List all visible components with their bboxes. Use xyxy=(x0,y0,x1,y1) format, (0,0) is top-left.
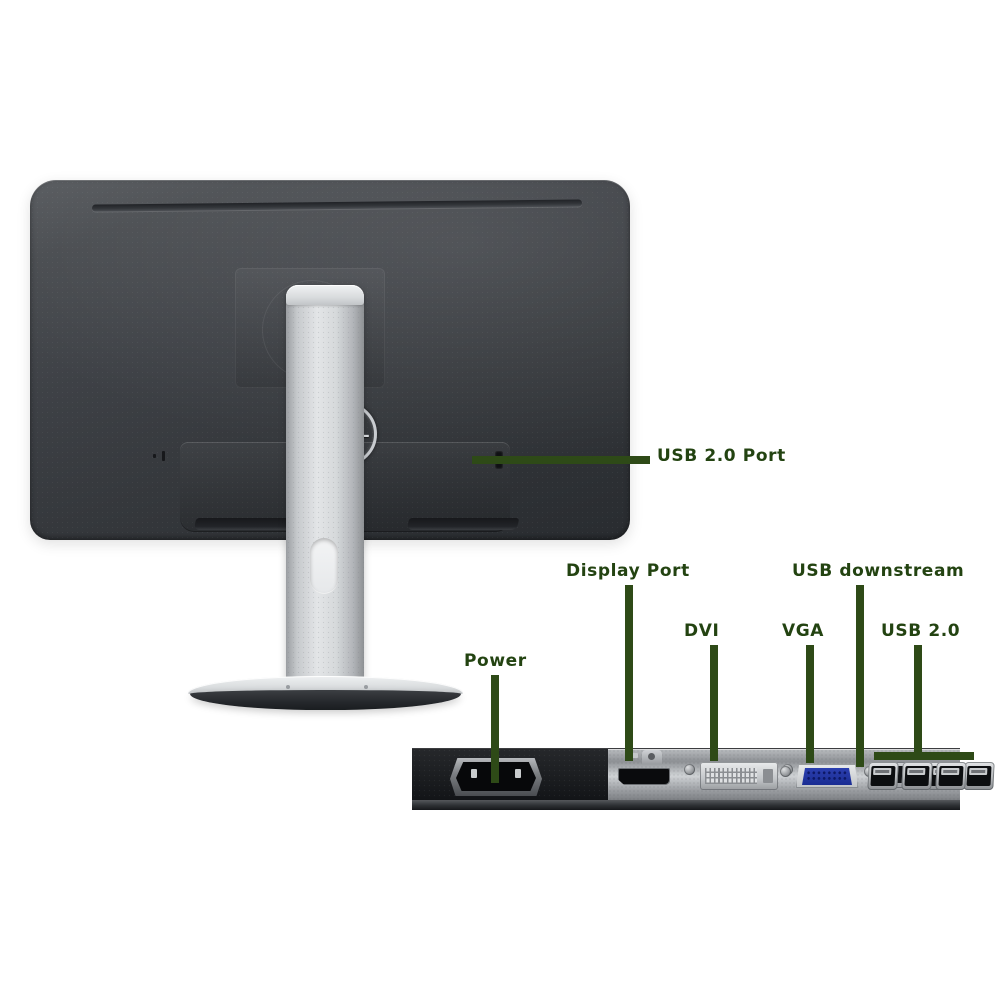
callout-label-usb-20: USB 2.0 xyxy=(881,621,961,641)
power-socket-pin-right xyxy=(515,769,521,778)
leader-line-dvi xyxy=(710,645,718,761)
dvi-screw-left xyxy=(684,764,695,775)
usb-a-port-b-tongue xyxy=(907,768,926,775)
usb-a-port-2 xyxy=(963,762,995,790)
leader-bracket-usb-20 xyxy=(874,752,974,760)
usb-a-port-a xyxy=(867,762,899,790)
vga-pin-holes xyxy=(806,770,848,782)
callout-label-display-port: Display Port xyxy=(566,561,690,581)
leader-line-display-port xyxy=(625,585,633,761)
dvi-mount-tab-hole xyxy=(648,753,655,760)
dvi-connector xyxy=(700,762,778,790)
stand-top-cap xyxy=(286,285,364,305)
displayport-pin-left xyxy=(631,753,638,758)
displayport-connector xyxy=(618,768,670,785)
leader-line-side-usb xyxy=(472,456,650,464)
stand-cable-management-hole xyxy=(310,538,338,594)
callout-label-power: Power xyxy=(464,651,527,671)
leader-line-power xyxy=(491,675,499,783)
usb-a-port-b xyxy=(901,762,933,790)
usb-a-port-c-tongue xyxy=(941,768,960,775)
callout-label-usb-downstream: USB downstream xyxy=(792,561,965,581)
dvi-pin-grid xyxy=(705,768,757,784)
ports-panel-bottom-lip xyxy=(412,800,960,810)
power-socket-pin-left xyxy=(471,769,477,778)
usb-a-port-2-tongue xyxy=(969,768,988,775)
monitor-vent-right xyxy=(406,518,520,530)
vga-screw-left xyxy=(780,766,791,777)
usb-a-port-a-tongue xyxy=(873,768,892,775)
leader-line-usb-20-stem xyxy=(914,645,922,755)
callout-label-side-usb: USB 2.0 Port xyxy=(657,446,786,466)
usb-a-port-c xyxy=(935,762,967,790)
leader-line-usb-downstream xyxy=(856,585,864,767)
monitor-stand-column xyxy=(286,285,364,695)
stand-texture-overlay xyxy=(286,285,364,695)
kensington-lock-icon xyxy=(153,451,169,461)
callout-label-vga: VGA xyxy=(782,621,825,641)
stand-base-screw-left xyxy=(286,685,290,689)
stand-base-screw-right xyxy=(364,685,368,689)
callout-label-dvi: DVI xyxy=(684,621,720,641)
leader-line-vga xyxy=(806,645,814,763)
dvi-flat-blade xyxy=(763,769,773,783)
monitor-stand-base xyxy=(188,676,463,712)
stand-base-underside xyxy=(190,690,461,710)
